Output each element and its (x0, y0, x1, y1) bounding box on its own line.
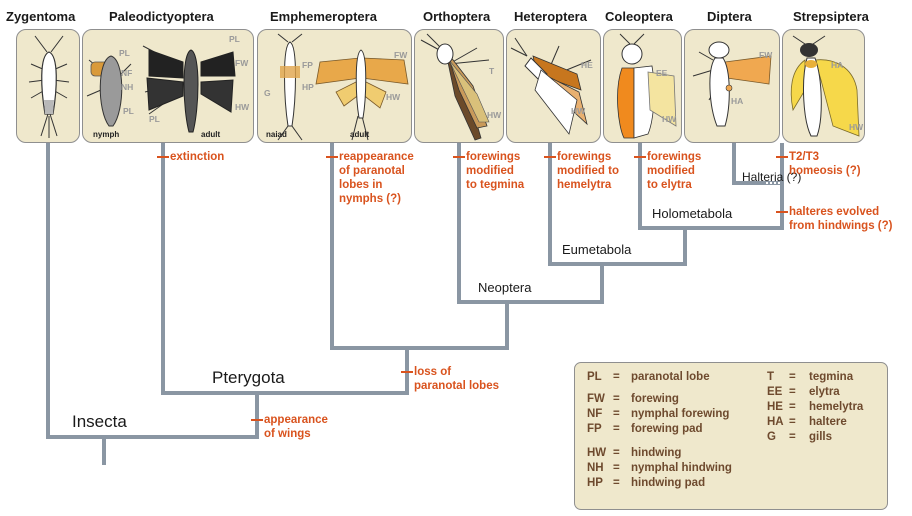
legend-eq: = (613, 393, 620, 405)
legend-def: forewing (631, 393, 679, 405)
legend-eq: = (789, 416, 796, 428)
legend-eq: = (789, 401, 796, 413)
legend-abbr: G (767, 431, 776, 443)
legend-eq: = (613, 477, 620, 489)
legend-def: gills (809, 431, 832, 443)
event-paranotal-reappear: reappearance of paranotal lobes in nymph… (339, 150, 414, 206)
event-elytra: forewings modified to elytra (647, 150, 701, 192)
clade-neoptera: Neoptera (478, 280, 531, 295)
legend-def: nymphal hindwing (631, 462, 732, 474)
legend-def: hemelytra (809, 401, 863, 413)
clade-holometabola: Holometabola (652, 206, 732, 221)
event-wings: appearance of wings (264, 413, 328, 441)
legend-abbr: HW (587, 447, 606, 459)
clade-eumetabola: Eumetabola (562, 242, 631, 257)
legend-def: haltere (809, 416, 847, 428)
legend-def: paranotal lobe (631, 371, 710, 383)
legend-eq: = (613, 447, 620, 459)
legend-abbr: PL (587, 371, 602, 383)
legend-abbr: T (767, 371, 774, 383)
legend-def: elytra (809, 386, 840, 398)
legend-eq: = (789, 386, 796, 398)
legend-eq: = (613, 371, 620, 383)
event-loss-paranotal: loss of paranotal lobes (414, 365, 499, 393)
legend-eq: = (613, 408, 620, 420)
legend-abbr: HP (587, 477, 603, 489)
legend-abbr: EE (767, 386, 782, 398)
legend-def: forewing pad (631, 423, 703, 435)
clade-insecta: Insecta (72, 412, 127, 432)
clade-pterygota: Pterygota (212, 368, 285, 388)
legend-abbr: NF (587, 408, 602, 420)
event-homeosis: T2/T3 homeosis (?) (789, 150, 861, 178)
legend-eq: = (789, 371, 796, 383)
event-tegmina: forewings modified to tegmina (466, 150, 524, 192)
legend-def: nymphal forewing (631, 408, 729, 420)
legend-eq: = (613, 462, 620, 474)
event-halteres: halteres evolved from hindwings (?) (789, 205, 892, 233)
legend-abbr: HE (767, 401, 783, 413)
event-hemelytra: forewings modified to hemelytra (557, 150, 619, 192)
legend-abbr: FP (587, 423, 602, 435)
legend-def: tegmina (809, 371, 853, 383)
legend-abbr: NH (587, 462, 604, 474)
legend-eq: = (613, 423, 620, 435)
legend-def: hindwing pad (631, 477, 705, 489)
legend-abbr: FW (587, 393, 605, 405)
legend: PL = paranotal lobe FW = forewing NF = n… (574, 362, 888, 510)
legend-def: hindwing (631, 447, 681, 459)
event-extinction: extinction (170, 150, 224, 164)
legend-abbr: HA (767, 416, 784, 428)
legend-eq: = (789, 431, 796, 443)
